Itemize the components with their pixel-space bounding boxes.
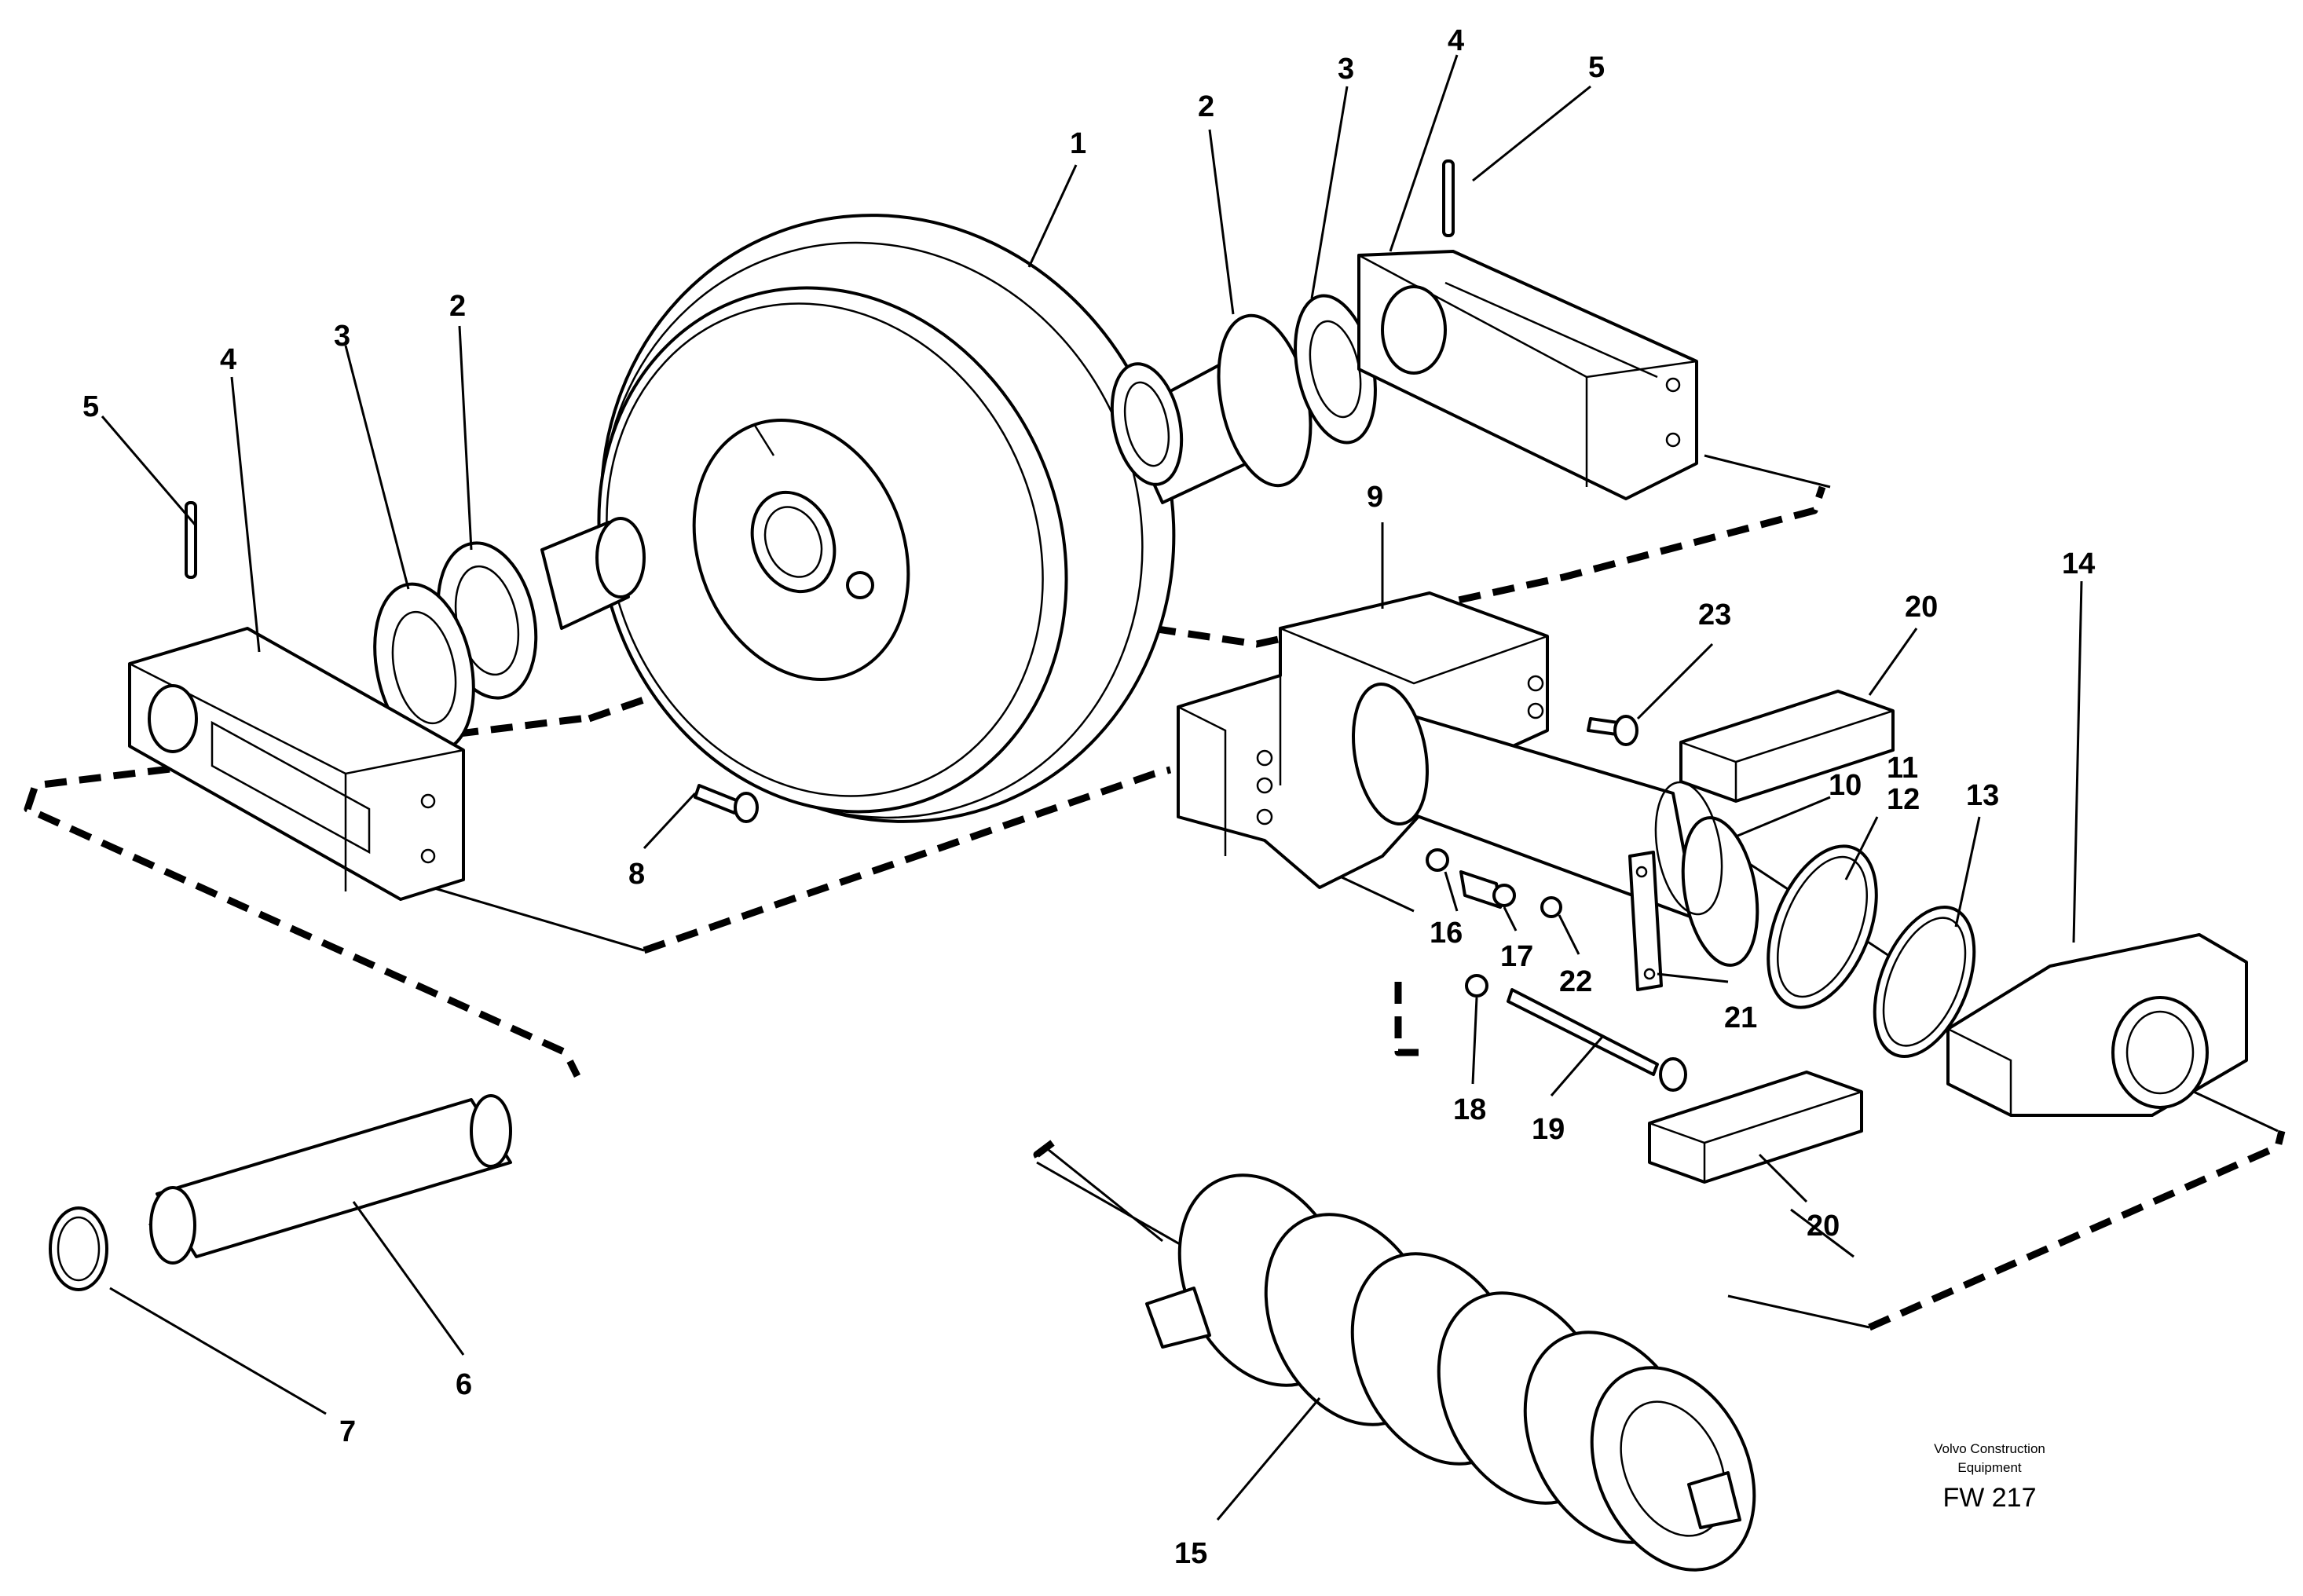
callout-12: 12 <box>1887 783 1920 816</box>
brand-line-2: Equipment <box>1957 1460 2022 1475</box>
callout-10: 10 <box>1829 769 1862 802</box>
callout-9: 9 <box>1367 481 1383 514</box>
callout-5-right: 5 <box>1588 51 1605 84</box>
callout-20-lower: 20 <box>1807 1210 1840 1243</box>
washer-18 <box>1465 974 1488 998</box>
washer-16 <box>1426 848 1449 872</box>
callout-7: 7 <box>339 1415 356 1448</box>
callout-4-right: 4 <box>1448 24 1464 57</box>
right-bushing <box>1110 313 1313 504</box>
callout-17: 17 <box>1500 940 1533 973</box>
left-seal-ring <box>373 582 475 753</box>
cylinder <box>1352 683 1759 967</box>
drawing-code: FW 217 <box>1942 1483 2036 1513</box>
callout-13: 13 <box>1966 779 1999 812</box>
ring-13 <box>1873 906 1976 1058</box>
callout-11: 11 <box>1887 752 1918 785</box>
callout-6: 6 <box>456 1368 472 1401</box>
leader-lines <box>101 54 2083 1521</box>
right-bracket <box>1357 250 1698 500</box>
callout-4-left: 4 <box>220 343 236 376</box>
callout-16: 16 <box>1430 917 1463 950</box>
brand-line-1: Volvo Construction <box>1934 1441 2045 1456</box>
o-ring-7 <box>49 1206 108 1291</box>
cylinder-bracket <box>1946 933 2248 1117</box>
callout-numbers: 1 2 3 4 5 2 3 4 5 8 9 23 20 10 11 12 13 … <box>82 24 2095 1570</box>
callout-1: 1 <box>1070 127 1086 160</box>
right-seal-ring <box>1294 294 1377 445</box>
callout-21: 21 <box>1724 1001 1757 1034</box>
callout-18: 18 <box>1453 1093 1486 1126</box>
callout-2-left: 2 <box>449 290 466 323</box>
drawing-footer: Volvo Construction Equipment FW 217 <box>1934 1441 2045 1513</box>
bolt-8 <box>694 784 759 823</box>
fitting-17 <box>1459 870 1516 909</box>
callout-20-upper: 20 <box>1905 591 1938 624</box>
callout-15: 15 <box>1174 1537 1207 1570</box>
block-20-upper <box>1679 690 1895 803</box>
axle-shaft <box>149 1094 512 1265</box>
idler-wheel <box>597 214 1176 823</box>
block-20-lower <box>1648 1071 1863 1184</box>
plug-22 <box>1540 896 1562 918</box>
bolt-19 <box>1507 988 1687 1092</box>
callout-3-left: 3 <box>334 320 350 353</box>
left-pin <box>185 501 197 579</box>
callout-2-right: 2 <box>1198 90 1214 123</box>
callout-3-right: 3 <box>1338 53 1354 86</box>
callout-22: 22 <box>1559 965 1592 998</box>
callout-14: 14 <box>2062 547 2095 580</box>
ring-11-12 <box>1767 844 1878 1009</box>
right-pin <box>1442 159 1455 237</box>
callout-5-left: 5 <box>82 390 99 423</box>
callout-23: 23 <box>1698 598 1731 631</box>
bolt-23 <box>1587 715 1638 746</box>
callout-8: 8 <box>628 858 645 891</box>
plate-21 <box>1628 851 1663 991</box>
left-bracket <box>128 627 465 901</box>
callout-19: 19 <box>1532 1113 1565 1146</box>
recoil-spring <box>1145 1173 1756 1572</box>
